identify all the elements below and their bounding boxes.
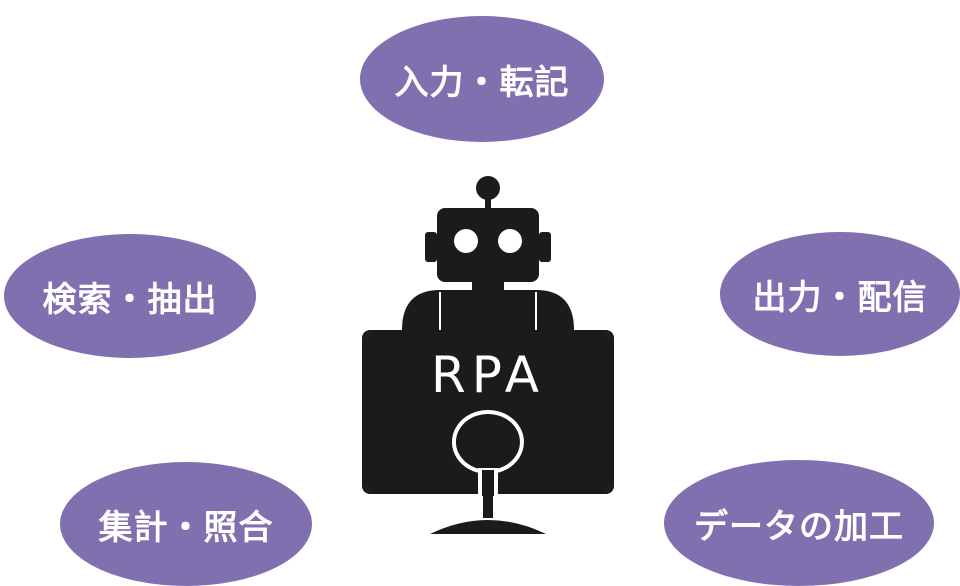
bubble-data-processing: データの加工 [664,460,934,586]
screen-emblem-stem-inner [482,470,494,496]
monitor-stand-base [430,520,546,534]
bubble-label: データの加工 [694,506,904,547]
monitor-stand-neck [483,494,493,518]
robot-head [437,208,539,282]
bubble-label: 出力・配信 [752,277,928,318]
bubble-aggregation-matching: 集計・照合 [60,462,312,586]
robot-eye-right-icon [498,229,522,253]
bubble-label: 検索・抽出 [42,279,218,320]
robot-antenna-stem [485,196,491,208]
bubble-search-extraction: 検索・抽出 [4,234,256,358]
robot-eye-left-icon [454,229,478,253]
bubble-input-transcription: 入力・転記 [360,16,604,142]
robot-torso [402,290,574,330]
robot-neck [472,282,504,290]
bubble-label: 入力・転記 [394,62,570,103]
robot-ear-right [539,232,551,262]
robot-ear-left [425,232,437,262]
monitor-label: RPA [431,346,545,404]
bubble-label: 集計・照合 [98,507,274,548]
bubble-output-distribution: 出力・配信 [720,232,960,356]
robot-antenna-icon [476,176,500,200]
